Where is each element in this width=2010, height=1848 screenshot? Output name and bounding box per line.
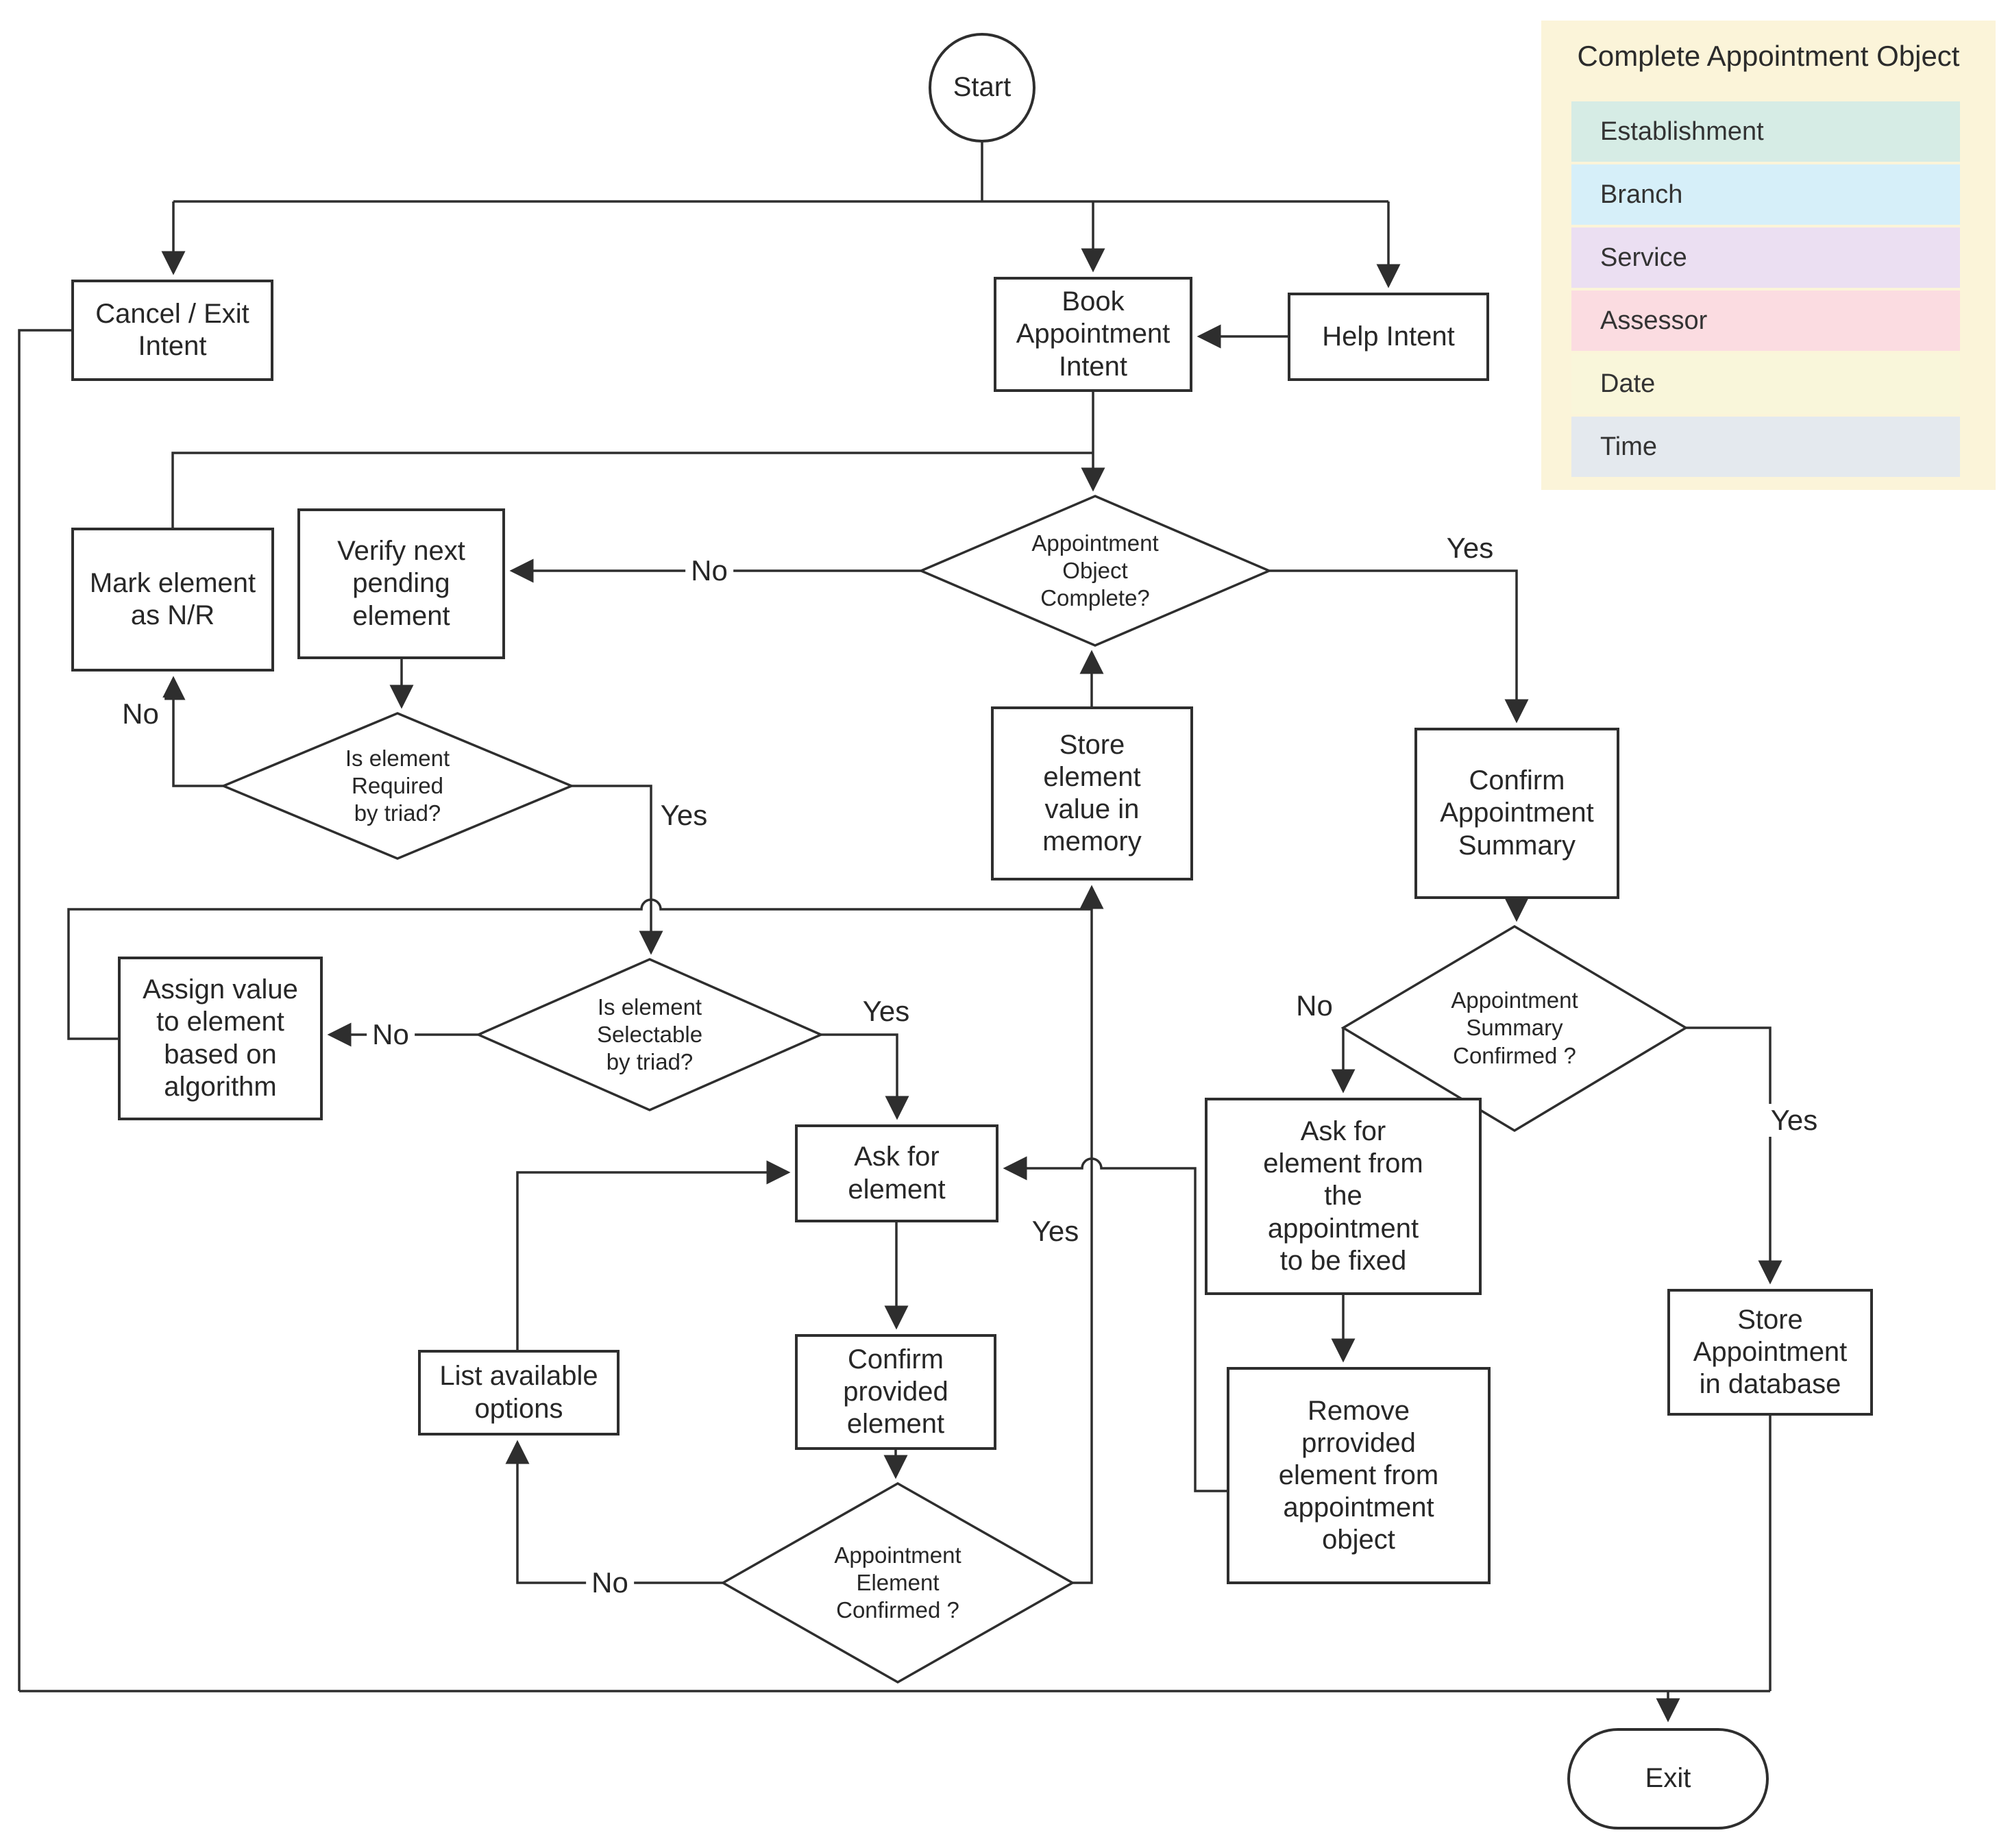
start-node: Start bbox=[929, 33, 1035, 143]
edge-required-yes bbox=[572, 785, 663, 955]
ask-for-element-node: Ask for element bbox=[795, 1124, 998, 1222]
mark-element-nr-node: Mark element as N/R bbox=[71, 528, 274, 672]
summary-yes-label: Yes bbox=[1765, 1104, 1824, 1137]
element-confirmed-diamond-label: Appointment Element Confirmed ? bbox=[834, 1542, 961, 1623]
element-confirmed-yes-label: Yes bbox=[1026, 1215, 1085, 1248]
legend-item-assessor: Assessor bbox=[1571, 291, 1960, 351]
object-complete-no-label: No bbox=[685, 554, 733, 587]
legend-item-branch: Branch bbox=[1571, 164, 1960, 225]
legend-item-time: Time bbox=[1571, 417, 1960, 477]
help-intent-node: Help Intent bbox=[1288, 293, 1489, 381]
diamond-selectable bbox=[475, 958, 824, 1111]
edge-objcomplete-yes bbox=[1269, 569, 1529, 724]
legend-item-date: Date bbox=[1571, 354, 1960, 414]
legend-panel: Complete Appointment Object Establishmen… bbox=[1541, 21, 1996, 490]
selectable-no-label: No bbox=[367, 1018, 415, 1051]
edge-selectable-yes bbox=[821, 1033, 909, 1120]
summary-no-label: No bbox=[1290, 989, 1338, 1022]
object-complete-yes-label: Yes bbox=[1441, 532, 1499, 565]
selectable-diamond-label: Is element Selectable by triad? bbox=[596, 994, 703, 1075]
required-diamond-label: Is element Required by triad? bbox=[345, 745, 450, 826]
cancel-exit-intent-node: Cancel / Exit Intent bbox=[71, 280, 273, 381]
diamond-element-confirmed bbox=[720, 1481, 1075, 1684]
store-element-memory-node: Store element value in memory bbox=[991, 706, 1193, 880]
required-yes-label: Yes bbox=[654, 799, 713, 832]
exit-node: Exit bbox=[1567, 1728, 1769, 1829]
diamond-required bbox=[220, 712, 575, 860]
assign-value-node: Assign value to element based on algorit… bbox=[118, 957, 323, 1120]
edge-remove-ask bbox=[1003, 1156, 1227, 1492]
selectable-yes-label: Yes bbox=[857, 995, 916, 1028]
edge-list-ask bbox=[516, 1160, 791, 1350]
store-appointment-database-node: Store Appointment in database bbox=[1667, 1289, 1873, 1416]
summary-confirmed-diamond-label: Appointment Summary Confirmed ? bbox=[1451, 987, 1578, 1068]
legend-item-service: Service bbox=[1571, 227, 1960, 288]
legend-rows: Establishment Branch Service Assessor Da… bbox=[1571, 101, 1960, 477]
edge-elemconfirmed-yes bbox=[1073, 885, 1104, 1584]
list-available-options-node: List available options bbox=[418, 1350, 620, 1436]
diamond-summary-confirmed bbox=[1340, 924, 1689, 1133]
edge-elemconfirmed-no bbox=[505, 1440, 723, 1584]
confirm-appointment-summary-node: Confirm Appointment Summary bbox=[1414, 728, 1619, 899]
remove-provided-element-node: Remove prrovided element from appointmen… bbox=[1227, 1367, 1491, 1584]
book-appointment-intent-node: Book Appointment Intent bbox=[994, 277, 1192, 392]
confirm-provided-element-node: Confirm provided element bbox=[795, 1334, 996, 1450]
edge-required-no bbox=[161, 676, 223, 787]
legend-title: Complete Appointment Object bbox=[1577, 40, 1960, 72]
edge-mark-feedback bbox=[171, 452, 1093, 528]
edge-summary-yes bbox=[1686, 1026, 1782, 1285]
object-complete-diamond-label: Appointment Object Complete? bbox=[1031, 530, 1159, 611]
diamond-object-complete bbox=[918, 495, 1273, 647]
edge-assign-store bbox=[67, 898, 1092, 1040]
required-no-label: No bbox=[117, 698, 164, 730]
edge-cancel-loop bbox=[18, 329, 71, 1691]
verify-next-pending-node: Verify next pending element bbox=[297, 508, 505, 659]
ask-element-fix-node: Ask for element from the appointment to … bbox=[1205, 1098, 1482, 1295]
legend-item-establishment: Establishment bbox=[1571, 101, 1960, 162]
element-confirmed-no-label: No bbox=[586, 1566, 634, 1599]
